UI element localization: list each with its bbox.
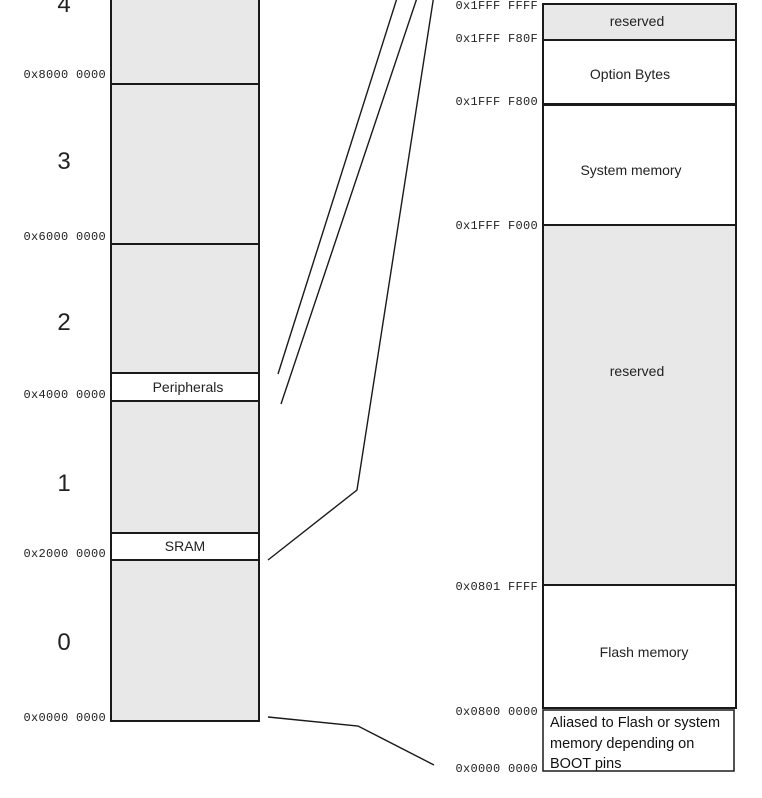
left-address-2000: 0x2000 0000 (23, 547, 106, 561)
block-number-0: 0 (57, 629, 70, 656)
left-memory-map: 4 3 2 1 0 0x8000 0000 0x6000 0000 0x4000… (23, 0, 260, 725)
peripherals-region (110, 372, 260, 402)
left-column-body (110, 0, 260, 722)
left-address-6000: 0x6000 0000 (23, 230, 106, 244)
right-address-00000000: 0x0000 0000 (455, 762, 538, 776)
right-address-1fffffff: 0x1FFF FFFF (455, 0, 538, 13)
left-address-0000: 0x0000 0000 (23, 711, 106, 725)
left-address-8000: 0x8000 0000 (23, 68, 106, 82)
block-number-4: 4 (57, 0, 70, 18)
alias-region (542, 709, 735, 772)
flash-memory-label: Flash memory (600, 644, 689, 660)
connector-line-peripherals-top (277, 0, 398, 375)
connector-line-peripherals-bottom (280, 0, 418, 405)
flash-memory-region (542, 584, 737, 709)
peripherals-label: Peripherals (153, 379, 224, 395)
reserved-top-region (542, 3, 737, 41)
right-address-08000000: 0x0800 0000 (455, 705, 538, 719)
left-address-4000: 0x4000 0000 (23, 388, 106, 402)
alias-note-line-3: BOOT pins (550, 756, 621, 772)
reserved-mid-label: reserved (610, 363, 664, 379)
right-address-1ffff800: 0x1FFF F800 (455, 95, 538, 109)
alias-note-line-1: Aliased to Flash or system (550, 715, 720, 731)
reserved-mid-region (542, 224, 737, 586)
block-number-2: 2 (57, 309, 70, 336)
right-memory-map: reserved Option Bytes System memory rese… (455, 0, 737, 776)
sram-region (110, 532, 260, 561)
reserved-top-label: reserved (610, 13, 664, 29)
right-address-1ffff80f: 0x1FFF F80F (455, 32, 538, 46)
alias-note-line-2: memory depending on (550, 736, 694, 752)
connector-lines (267, 0, 435, 766)
system-memory-label: System memory (580, 162, 681, 178)
sram-label: SRAM (165, 538, 205, 554)
system-memory-region (542, 104, 737, 226)
option-bytes-region (542, 39, 737, 105)
block-number-1: 1 (57, 470, 70, 497)
right-address-0801ffff: 0x0801 FFFF (455, 580, 538, 594)
right-address-1ffff000: 0x1FFF F000 (455, 219, 538, 233)
block-number-3: 3 (57, 148, 70, 175)
connector-line-alias (267, 716, 435, 766)
option-bytes-label: Option Bytes (590, 66, 670, 82)
connector-line-sram (267, 0, 434, 561)
